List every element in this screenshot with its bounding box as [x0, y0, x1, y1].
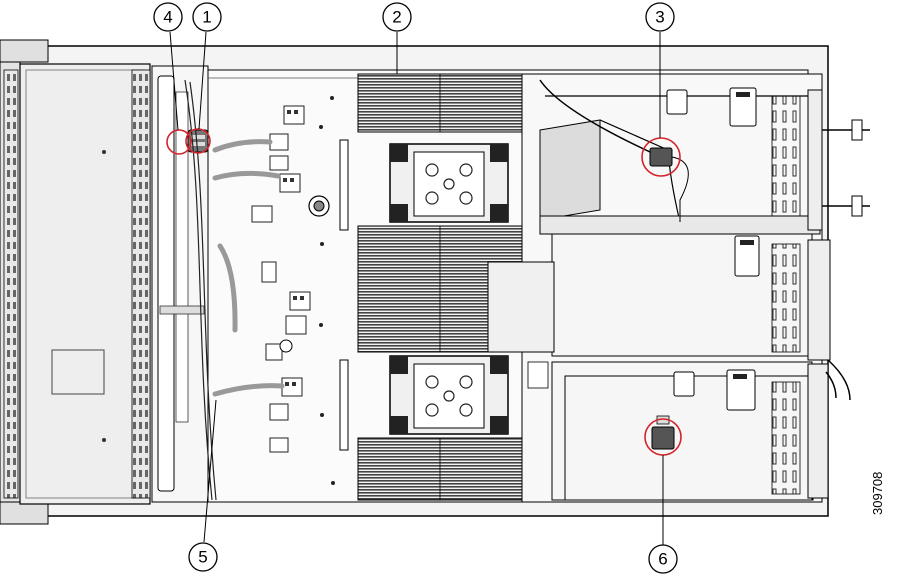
callout-4: 4 — [153, 2, 183, 32]
callout-5: 5 — [188, 542, 218, 572]
cpu-2-heatsink — [389, 355, 509, 435]
cpu-1-heatsink — [389, 143, 509, 223]
callout-1-label: 1 — [202, 8, 211, 27]
highlight-circle-1 — [185, 128, 211, 154]
fan-module-column — [151, 65, 209, 503]
callout-3-label: 3 — [655, 8, 664, 27]
callout-4-label: 4 — [163, 8, 172, 27]
callout-3: 3 — [645, 2, 675, 32]
callout-5-label: 5 — [198, 548, 207, 567]
callout-2-label: 2 — [392, 8, 401, 27]
callout-1: 1 — [192, 2, 222, 32]
callout-6: 6 — [648, 544, 678, 574]
callout-2: 2 — [382, 2, 412, 32]
callout-6-label: 6 — [658, 550, 667, 569]
leader-lines — [169, 31, 664, 545]
highlight-circle-4 — [166, 129, 192, 155]
highlight-circles — [166, 128, 682, 456]
pcie-riser-area — [487, 73, 870, 503]
highlight-circle-3 — [641, 137, 681, 177]
figure-id-label: 309708 — [870, 472, 885, 515]
callouts: 4 1 2 3 5 6 — [153, 2, 678, 574]
drive-bay — [19, 63, 151, 505]
